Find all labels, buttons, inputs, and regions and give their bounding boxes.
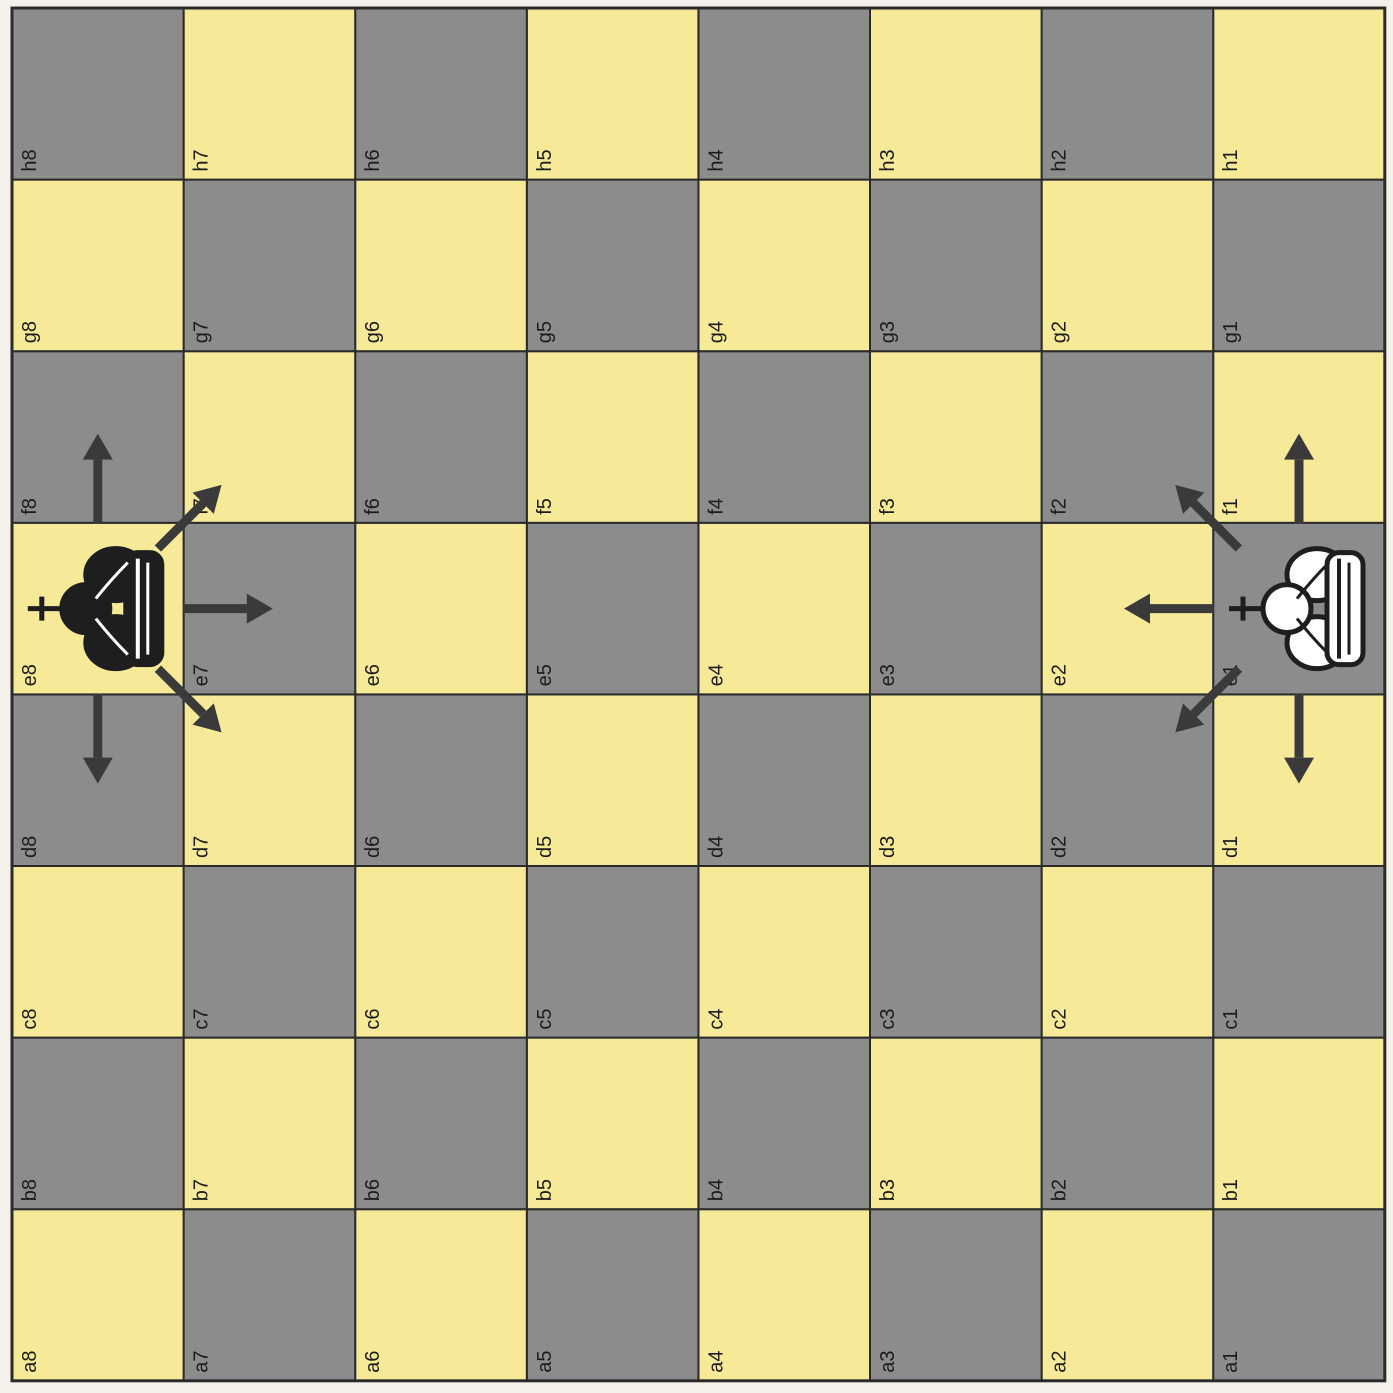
square-label-g8: g8: [19, 321, 41, 343]
square-label-a5: a5: [534, 1351, 556, 1373]
square-label-c6: c6: [362, 1008, 384, 1029]
square-label-d6: d6: [362, 836, 384, 858]
square-label-c8: c8: [19, 1008, 41, 1029]
square-label-d5: d5: [534, 836, 556, 858]
square-label-e4: e4: [705, 664, 727, 686]
square-label-f2: f2: [1049, 498, 1071, 515]
square-f5[interactable]: [527, 351, 699, 523]
square-label-h8: h8: [19, 149, 41, 171]
square-label-b3: b3: [877, 1179, 899, 1201]
square-label-c2: c2: [1049, 1008, 1071, 1029]
square-label-e5: e5: [534, 664, 556, 686]
square-label-b1: b1: [1220, 1179, 1242, 1201]
square-label-a7: a7: [191, 1351, 213, 1373]
square-label-b5: b5: [534, 1179, 556, 1201]
square-label-g1: g1: [1220, 321, 1242, 343]
square-label-c7: c7: [191, 1008, 213, 1029]
square-label-d8: d8: [19, 836, 41, 858]
square-label-f3: f3: [877, 498, 899, 515]
square-label-e8: e8: [19, 664, 41, 686]
square-label-b8: b8: [19, 1179, 41, 1201]
square-label-a8: a8: [19, 1351, 41, 1373]
square-label-e7: e7: [191, 664, 213, 686]
square-label-h1: h1: [1220, 149, 1242, 171]
square-label-b2: b2: [1049, 1179, 1071, 1201]
square-label-e2: e2: [1049, 664, 1071, 686]
square-label-h2: h2: [1049, 149, 1071, 171]
square-label-b6: b6: [362, 1179, 384, 1201]
square-label-h5: h5: [534, 149, 556, 171]
square-label-b7: b7: [191, 1179, 213, 1201]
square-label-g7: g7: [191, 321, 213, 343]
square-label-h6: h6: [362, 149, 384, 171]
square-label-a1: a1: [1220, 1351, 1242, 1373]
square-label-g3: g3: [877, 321, 899, 343]
square-label-c4: c4: [705, 1008, 727, 1029]
square-label-a2: a2: [1049, 1351, 1071, 1373]
square-label-a6: a6: [362, 1351, 384, 1373]
square-label-f5: f5: [534, 498, 556, 515]
square-label-g6: g6: [362, 321, 384, 343]
square-label-f6: f6: [362, 498, 384, 515]
square-label-h7: h7: [191, 149, 213, 171]
square-label-e6: e6: [362, 664, 384, 686]
board-squares: [12, 8, 1385, 1381]
square-label-h4: h4: [705, 149, 727, 171]
square-label-g4: g4: [705, 321, 727, 343]
square-label-g5: g5: [534, 321, 556, 343]
square-label-a3: a3: [877, 1351, 899, 1373]
square-label-d3: d3: [877, 836, 899, 858]
square-label-d1: d1: [1220, 836, 1242, 858]
square-f6[interactable]: [355, 351, 527, 523]
square-label-d7: d7: [191, 836, 213, 858]
square-label-c1: c1: [1220, 1008, 1242, 1029]
square-label-f8: f8: [19, 498, 41, 515]
square-label-e3: e3: [877, 664, 899, 686]
square-label-c3: c3: [877, 1008, 899, 1029]
square-f4[interactable]: [698, 351, 870, 523]
square-label-h3: h3: [877, 149, 899, 171]
square-label-f1: f1: [1220, 498, 1242, 515]
square-f3[interactable]: [870, 351, 1042, 523]
square-label-d4: d4: [705, 836, 727, 858]
square-label-f4: f4: [705, 498, 727, 515]
square-label-a4: a4: [705, 1351, 727, 1373]
square-label-b4: b4: [705, 1179, 727, 1201]
square-label-g2: g2: [1049, 321, 1071, 343]
square-label-c5: c5: [534, 1008, 556, 1029]
square-label-d2: d2: [1049, 836, 1071, 858]
